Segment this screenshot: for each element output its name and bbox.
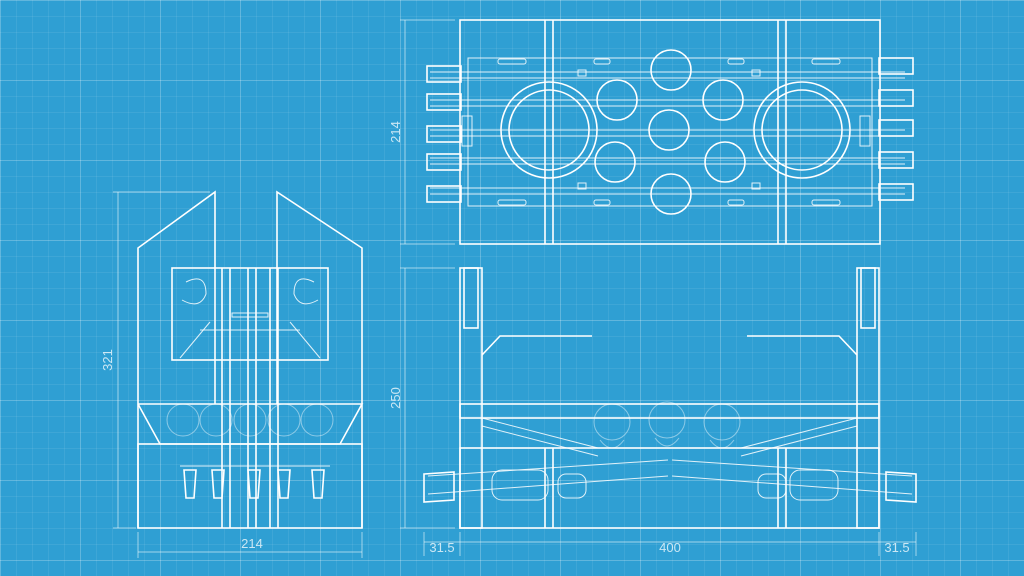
front-view-width-label: 214 [241,536,263,551]
top-view-height-label: 214 [388,121,403,143]
front-view: 321 214 [100,190,364,558]
top-view: 214 [388,19,914,245]
side-view-left-offset-label: 31.5 [429,540,454,555]
front-view-height-label: 321 [100,349,115,371]
side-view: 250 31.5 400 31.5 [388,267,917,556]
side-view-height-label: 250 [388,387,403,409]
side-view-width-label: 400 [659,540,681,555]
side-view-right-offset-label: 31.5 [884,540,909,555]
